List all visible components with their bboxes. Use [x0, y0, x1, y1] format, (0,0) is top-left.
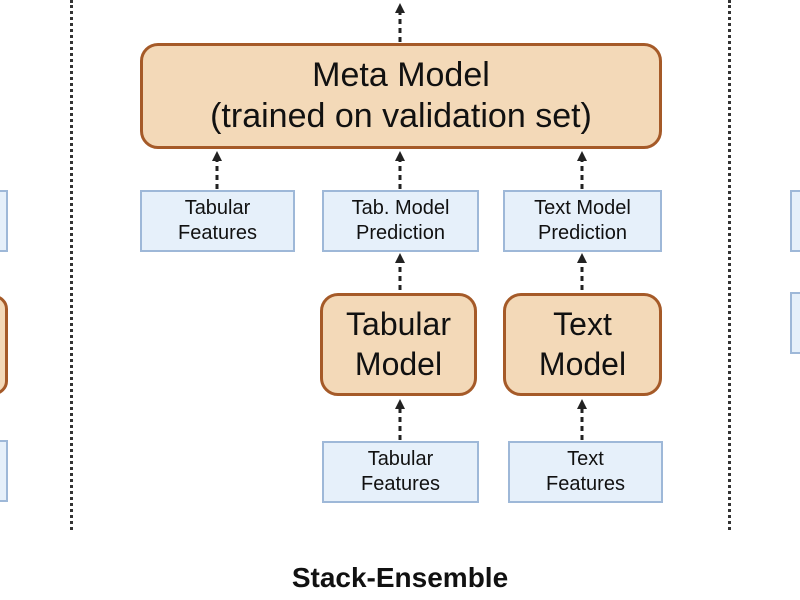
text-model-prediction-box: Text Model Prediction: [503, 190, 662, 252]
right-divider: [728, 0, 731, 530]
tabular-model-box: Tabular Model: [320, 293, 477, 396]
left-divider: [70, 0, 73, 530]
tabular-features-box-bottom: Tabular Features: [322, 441, 479, 503]
right-cutoff-feature-box: [790, 190, 800, 252]
right-cutoff-feature-box-middle: [790, 292, 800, 354]
tab-model-prediction-box: Tab. Model Prediction: [322, 190, 479, 252]
meta-model-box: Meta Model (trained on validation set): [140, 43, 662, 149]
text-features-box: Text Features: [508, 441, 663, 503]
tabular-features-box-top: Tabular Features: [140, 190, 295, 252]
left-cutoff-feature-box: [0, 190, 8, 252]
diagram-caption: Stack-Ensemble: [291, 562, 509, 593]
text-model-box: Text Model: [503, 293, 662, 396]
left-cutoff-feature-box-bottom: [0, 440, 8, 502]
